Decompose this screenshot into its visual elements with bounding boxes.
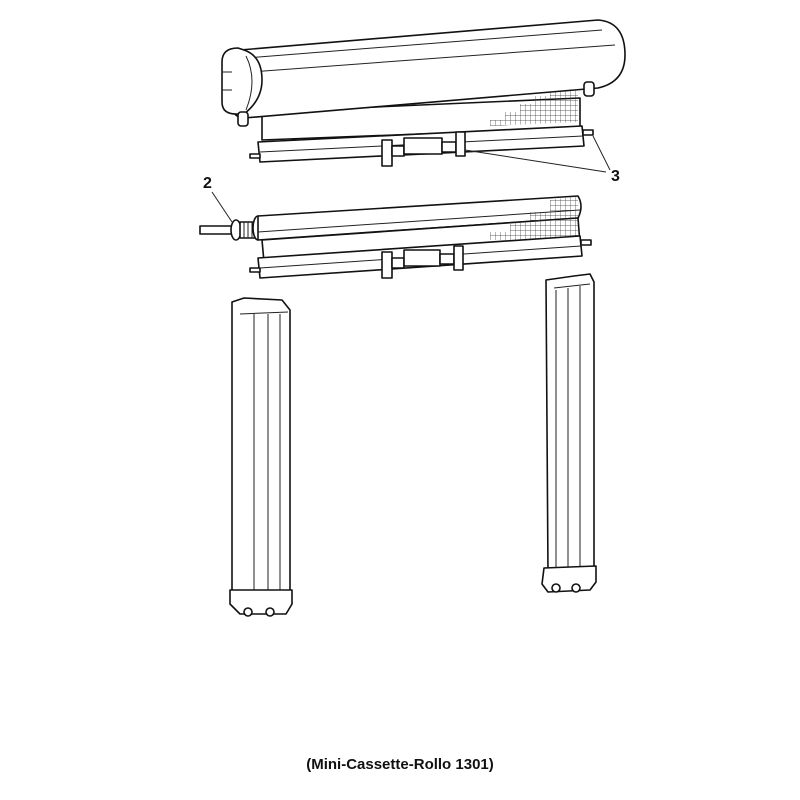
right-guide-rail (541, 273, 597, 593)
roller-tube (199, 195, 592, 279)
callout-leaders (211, 135, 611, 223)
cassette-housing (221, 19, 626, 167)
callout-label-3: 3 (611, 168, 620, 185)
figure-caption: (Mini-Cassette-Rollo 1301) (306, 756, 494, 773)
callout-label-2: 2 (203, 175, 212, 192)
left-guide-rail (229, 297, 293, 617)
